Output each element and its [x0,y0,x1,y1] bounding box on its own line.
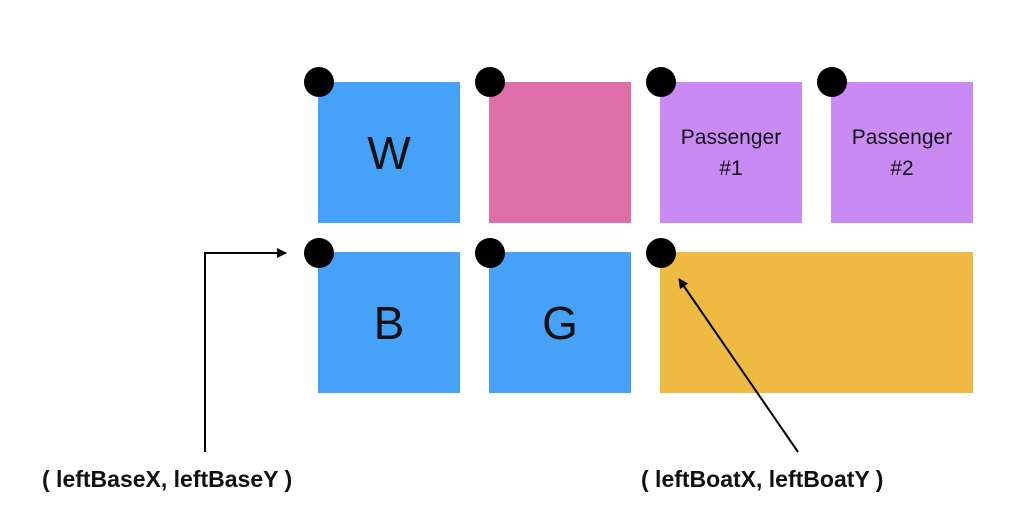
passenger-1-number: #1 [719,156,743,180]
anchor-dot-b [304,238,334,268]
left-boat-coordinate-label: ( leftBoatX, leftBoatY ) [641,466,884,492]
passenger-2-label: Passenger [851,125,953,149]
anchor-dot-boat [646,238,676,268]
anchor-dot-passenger-1 [646,67,676,97]
left-base-arrow [204,248,287,452]
anchor-dot-g [475,238,505,268]
anchor-dot-passenger-2 [817,67,847,97]
g-block: G [489,252,631,393]
pink-block [489,82,631,223]
passenger-1-block: Passenger #1 [660,82,802,223]
w-block: W [318,82,460,223]
w-label: W [367,126,411,179]
left-boat-arrow [678,278,799,453]
boat-block [660,252,973,393]
left-base-coordinate-label: ( leftBaseX, leftBaseY ) [42,466,293,492]
anchor-dot-w [304,67,334,97]
g-label: G [542,296,578,349]
b-label: B [373,296,405,349]
passenger-1-label: Passenger [680,125,782,149]
anchor-dot-pink [475,67,505,97]
passenger-2-block: Passenger #2 [831,82,973,223]
passenger-2-number: #2 [890,156,914,180]
b-block: B [318,252,460,393]
